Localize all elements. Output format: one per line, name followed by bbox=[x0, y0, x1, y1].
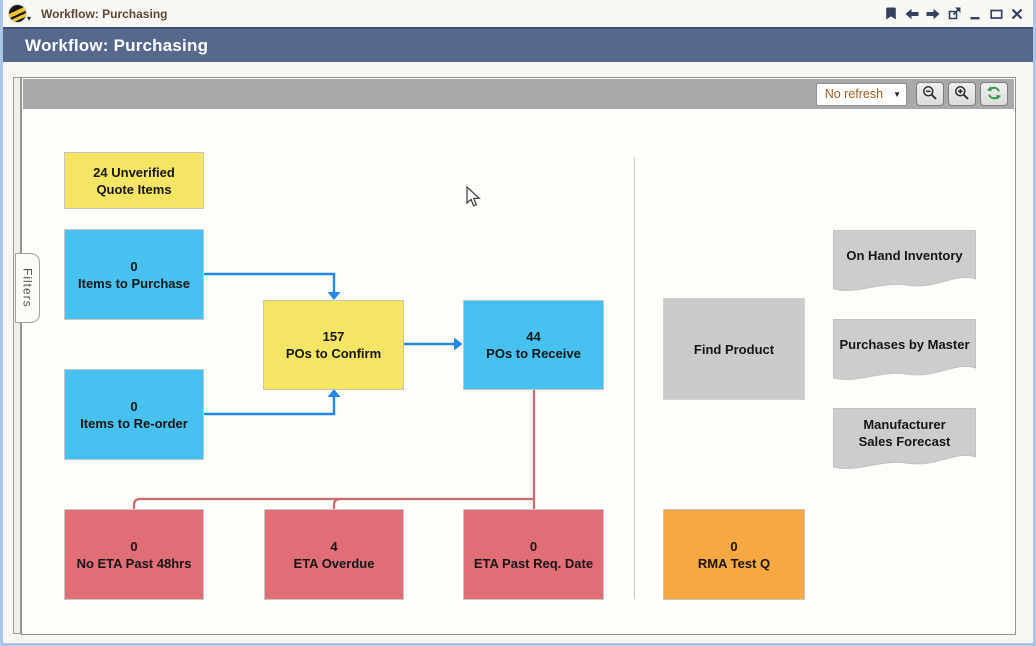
workflow-connectors bbox=[132, 272, 536, 509]
open-external-icon[interactable] bbox=[947, 7, 961, 21]
window-titlebar: ▾ Workflow: Purchasing bbox=[3, 0, 1033, 27]
app-logo-icon[interactable] bbox=[9, 5, 26, 22]
node-label: POs to Confirm bbox=[285, 346, 382, 361]
section-divider bbox=[634, 157, 635, 599]
node-pos-to-confirm[interactable]: 157 POs to Confirm bbox=[263, 300, 404, 390]
node-rma-test-q[interactable]: 0 RMA Test Q bbox=[663, 509, 805, 600]
node-no-eta-past-48hrs[interactable]: 0 No ETA Past 48hrs bbox=[64, 509, 204, 600]
chevron-down-icon: ▼ bbox=[893, 89, 901, 99]
refresh-button[interactable] bbox=[980, 82, 1008, 106]
node-count: 0 bbox=[730, 538, 738, 554]
mouse-cursor-icon bbox=[466, 185, 483, 214]
node-label: Items to Purchase bbox=[78, 275, 190, 291]
minimize-icon[interactable] bbox=[968, 7, 982, 21]
node-eta-overdue[interactable]: 4 ETA Overdue bbox=[264, 509, 404, 600]
node-count: 157 bbox=[322, 329, 345, 344]
arrowhead-up-icon bbox=[327, 389, 341, 397]
node-label: No ETA Past 48hrs bbox=[76, 555, 192, 571]
node-label: ETA Past Req. Date bbox=[473, 555, 594, 571]
arrowhead-right-icon bbox=[454, 337, 463, 351]
window-tab-title: Workflow: Purchasing bbox=[41, 6, 168, 21]
zoom-out-icon bbox=[922, 85, 938, 104]
node-count: 0 bbox=[529, 538, 538, 554]
node-label: Items to Re-order bbox=[80, 415, 188, 431]
back-arrow-icon[interactable] bbox=[905, 7, 919, 21]
zoom-in-button[interactable] bbox=[948, 82, 976, 106]
node-label: Quote Items bbox=[96, 181, 172, 197]
maximize-icon[interactable] bbox=[989, 7, 1003, 21]
node-count: 0 bbox=[130, 398, 138, 414]
node-label: RMA Test Q bbox=[697, 555, 771, 571]
workflow-canvas: 24 Unverified Quote Items 0 Items to Pur… bbox=[23, 109, 1014, 633]
filters-tab-label: Filters bbox=[20, 268, 35, 308]
filters-tab[interactable]: Filters bbox=[15, 253, 40, 323]
document-shape-icon bbox=[833, 408, 976, 469]
node-label: ETA Overdue bbox=[293, 555, 375, 571]
node-pos-to-receive[interactable]: 44 POs to Receive bbox=[463, 300, 604, 390]
node-count: 0 bbox=[130, 538, 138, 554]
arrowhead-down-icon bbox=[327, 292, 341, 300]
zoom-in-icon bbox=[954, 85, 970, 104]
node-on-hand-inventory[interactable]: On Hand Inventory bbox=[833, 230, 976, 294]
node-label: Sales Forecast bbox=[858, 434, 951, 449]
node-purchases-by-master[interactable]: Purchases by Master bbox=[833, 319, 976, 383]
node-label: Manufacturer bbox=[863, 417, 946, 432]
refresh-interval-select[interactable]: No refresh ▼ bbox=[815, 82, 907, 106]
node-find-product[interactable]: Find Product bbox=[663, 298, 805, 400]
document-shape-icon bbox=[833, 319, 976, 380]
page-title: Workflow: Purchasing bbox=[25, 35, 209, 55]
node-label: On Hand Inventory bbox=[846, 247, 963, 263]
node-label: Find Product bbox=[693, 341, 775, 357]
node-count: 4 bbox=[330, 538, 338, 554]
app-menu-caret-icon[interactable]: ▾ bbox=[27, 13, 32, 23]
page-header: Workflow: Purchasing bbox=[3, 27, 1033, 62]
zoom-out-button[interactable] bbox=[916, 82, 944, 106]
node-count: 0 bbox=[130, 258, 138, 274]
bookmark-icon[interactable] bbox=[884, 7, 898, 21]
node-eta-past-req-date[interactable]: 0 ETA Past Req. Date bbox=[463, 509, 604, 600]
node-items-to-reorder[interactable]: 0 Items to Re-order bbox=[64, 369, 204, 460]
filters-splitter-rail[interactable] bbox=[13, 77, 21, 634]
node-label: Purchases by Master bbox=[839, 336, 970, 352]
workflow-toolbar: No refresh ▼ bbox=[23, 79, 1014, 109]
node-manufacturer-sales-forecast[interactable]: Manufacturer Sales Forecast bbox=[833, 408, 976, 472]
close-icon[interactable] bbox=[1010, 7, 1024, 21]
forward-arrow-icon[interactable] bbox=[926, 7, 940, 21]
node-count: 44 bbox=[526, 329, 541, 344]
node-unverified-quote-items[interactable]: 24 Unverified Quote Items bbox=[64, 152, 204, 209]
node-label: 24 Unverified bbox=[93, 164, 175, 180]
document-shape-icon bbox=[833, 230, 976, 291]
refresh-icon bbox=[986, 85, 1002, 104]
node-items-to-purchase[interactable]: 0 Items to Purchase bbox=[64, 229, 204, 320]
refresh-interval-value: No refresh bbox=[824, 87, 884, 101]
node-label: POs to Receive bbox=[486, 346, 581, 361]
workflow-panel: No refresh ▼ bbox=[21, 77, 1016, 635]
